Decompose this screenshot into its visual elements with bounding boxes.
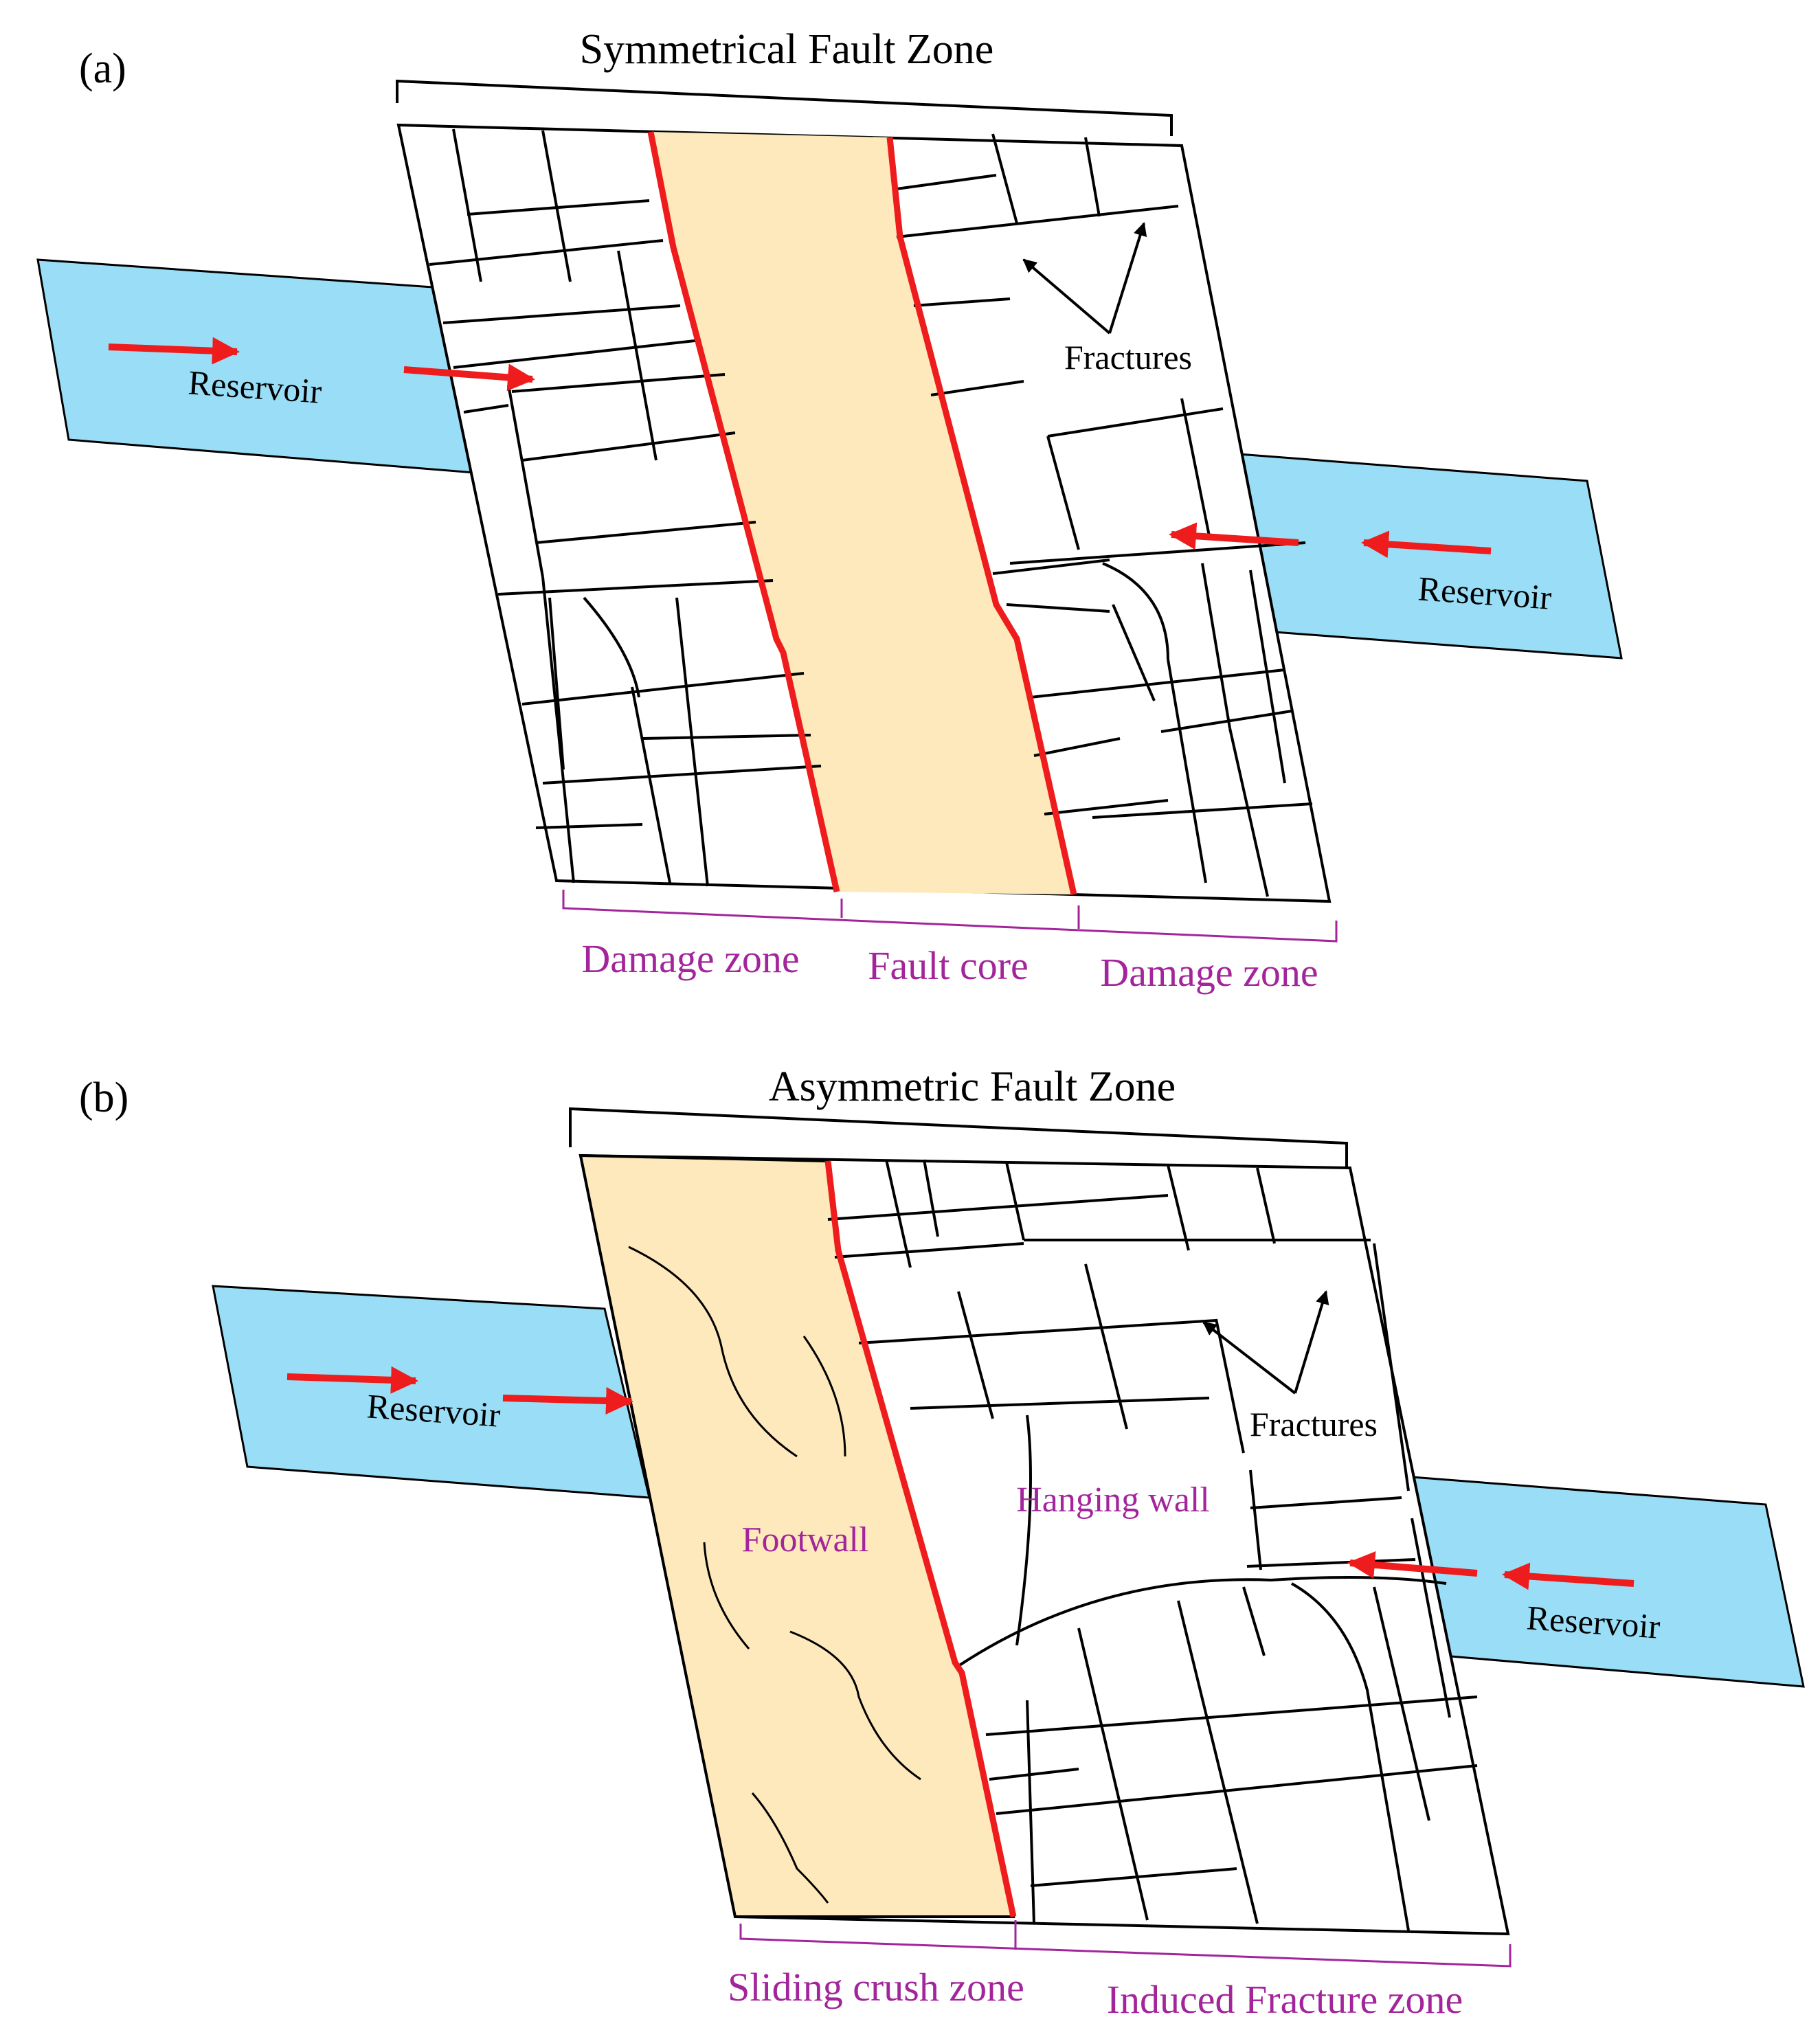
panel-b-hanging-wall-label: Hanging wall (1016, 1480, 1210, 1520)
panel-b-zone-label-induced-fracture: Induced Fracture zone (1107, 1977, 1463, 2022)
panel-a-flow-arrow-right-1 (1169, 522, 1299, 550)
panel-a-zone-label-damage-left: Damage zone (581, 936, 799, 981)
panel-b-fault-line (824, 1160, 1017, 1917)
panel-a-fault-line-right (886, 137, 1077, 895)
panel-a-reservoir-left-label: Reservoir (187, 363, 323, 410)
panel-a-zone-label-fault-core: Fault core (868, 943, 1029, 988)
panel-a-fractures-left (429, 128, 822, 887)
panel-b-flow-arrow-right-2 (1502, 1562, 1634, 1590)
panel-b-flow-arrow-right-1 (1347, 1551, 1478, 1579)
panel-b-reservoir-left-label: Reservoir (366, 1386, 502, 1434)
panel-a-reservoir-left (36, 258, 475, 474)
panel-a-fractures-right (896, 133, 1313, 897)
panel-a-flow-arrow-right-2 (1361, 530, 1492, 559)
panel-a-label: (a) (79, 45, 126, 92)
panel-b-footwall-textures (628, 1246, 921, 1904)
panel-b: (b) Asymmetric Fault Zone (79, 1063, 1805, 2022)
panel-a-reservoir-right-label: Reservoir (1417, 569, 1553, 616)
panel-a-flow-arrow-left-1 (108, 337, 240, 365)
panel-a-reservoir-right (1228, 452, 1623, 660)
panel-a-fault-line-left (647, 131, 840, 892)
panel-b-title: Asymmetric Fault Zone (769, 1063, 1176, 1110)
panel-b-bottom-bracket (739, 1920, 1512, 1968)
panel-b-zone-label-sliding-crush: Sliding crush zone (728, 1965, 1024, 2009)
panel-a-fractures-label: Fractures (1064, 338, 1192, 376)
panel-a: (a) Symmetrical Fault Zone (36, 26, 1623, 995)
panel-b-flow-arrow-left-1 (287, 1366, 418, 1394)
panel-b-title-bracket (569, 1107, 1348, 1168)
panel-a-fractures-arrow-1 (1022, 258, 1111, 335)
panel-a-fractures-arrow-2 (1108, 222, 1147, 334)
panel-b-reservoir-right-label: Reservoir (1525, 1598, 1661, 1645)
panel-b-footwall-label: Footwall (742, 1520, 869, 1559)
panel-b-fractures (827, 1159, 1478, 1931)
panel-b-fractures-label: Fractures (1250, 1405, 1378, 1443)
panel-a-zone-label-damage-right: Damage zone (1100, 950, 1318, 995)
panel-b-flow-arrow-left-2 (502, 1387, 633, 1415)
panel-b-label: (b) (79, 1074, 128, 1121)
panel-a-flow-arrow-left-2 (403, 363, 535, 392)
panel-a-bottom-bracket (562, 890, 1338, 943)
panel-a-fault-core (651, 132, 1074, 894)
panel-a-title: Symmetrical Fault Zone (580, 26, 994, 73)
panel-b-fractures-arrow-1 (1202, 1321, 1296, 1395)
panel-b-fractures-arrow-2 (1294, 1290, 1329, 1394)
panel-a-title-bracket (396, 79, 1173, 136)
